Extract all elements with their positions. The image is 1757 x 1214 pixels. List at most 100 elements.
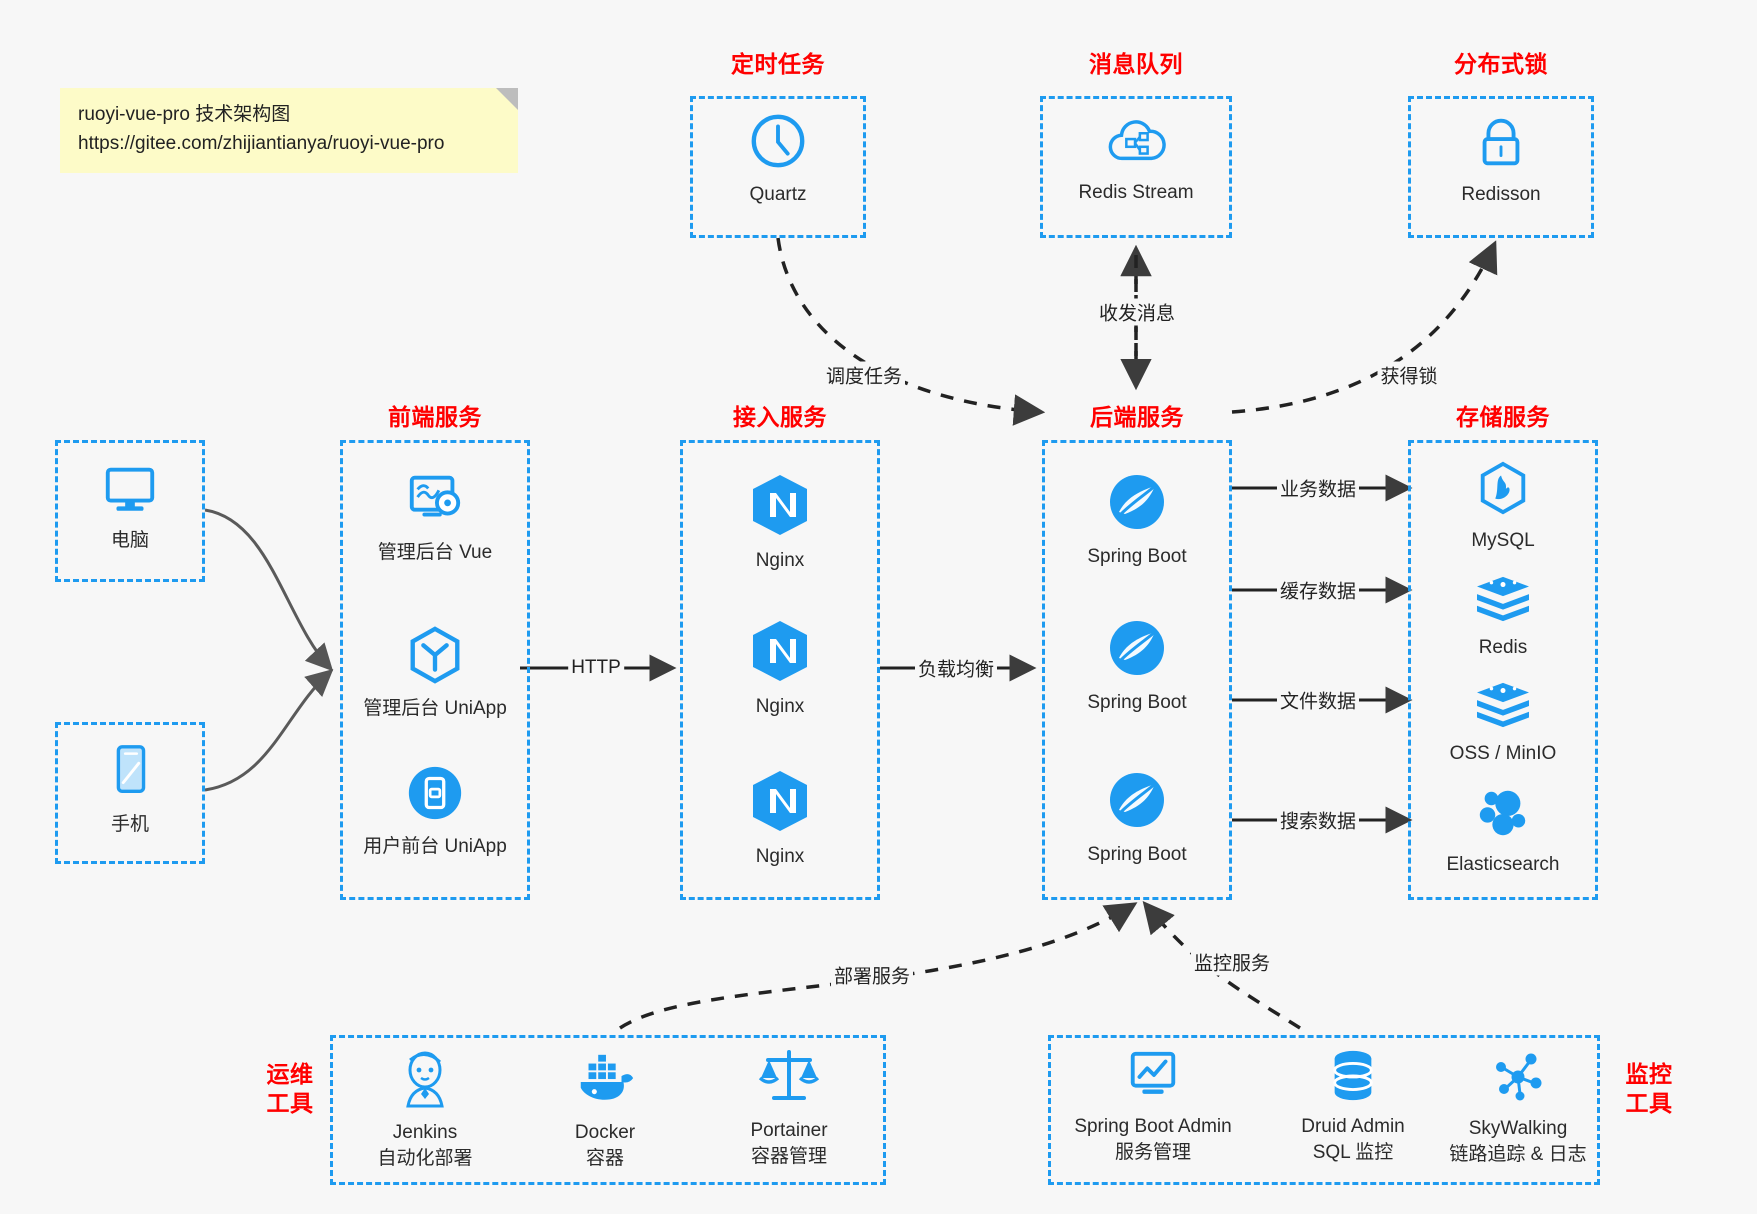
node-sublabel: 容器	[585, 1147, 624, 1169]
group-title-gateway: 接入服务	[733, 404, 827, 430]
edge-label-schedule-task: 调度任务	[822, 361, 906, 389]
edge-label-deploy-service: 部署服务	[830, 961, 914, 989]
group-title-backend: 后端服务	[1090, 404, 1184, 430]
node-oss-minio[interactable]: OSS / MinIO	[1408, 679, 1598, 766]
phone-icon	[105, 742, 155, 807]
group-box-backend	[1042, 440, 1232, 900]
jenkins-icon	[396, 1048, 454, 1115]
group-box-monitor	[1048, 1035, 1600, 1185]
node-spring-boot-2[interactable]: Spring Boot	[1042, 616, 1232, 715]
node-label: Nginx	[755, 550, 805, 571]
edge-label-send-receive-message: 收发消息	[1095, 298, 1179, 326]
monitor-chart-icon	[1122, 1048, 1184, 1109]
monitor-title-line1: 监控	[1625, 1061, 1673, 1087]
dashboard-vue-icon	[402, 470, 468, 535]
node-label: 手机	[110, 814, 149, 835]
group-box-lock	[1408, 96, 1594, 238]
note-line-1: ruoyi-vue-pro 技术架构图	[78, 104, 291, 125]
node-label: Redisson	[1461, 184, 1541, 205]
edge-label-file-data: 文件数据	[1276, 686, 1360, 714]
node-nginx-1[interactable]: Nginx	[680, 472, 880, 573]
sticky-note: ruoyi-vue-pro 技术架构图 https://gitee.com/zh…	[60, 88, 518, 173]
skywalking-icon	[1489, 1048, 1547, 1111]
node-label: 管理后台 UniApp	[363, 698, 507, 719]
node-nginx-3[interactable]: Nginx	[680, 768, 880, 869]
node-pc[interactable]: 电脑	[55, 460, 205, 553]
node-mobile[interactable]: 手机	[55, 742, 205, 837]
node-label: Spring Boot	[1087, 692, 1187, 713]
node-sublabel: 自动化部署	[377, 1147, 473, 1169]
desktop-icon	[99, 460, 161, 523]
node-user-uniapp[interactable]: 用户前台 UniApp	[340, 762, 530, 859]
group-title-frontend: 前端服务	[388, 404, 482, 430]
node-druid-admin[interactable]: Druid Admin SQL 监控	[1268, 1048, 1438, 1165]
node-spring-boot-1[interactable]: Spring Boot	[1042, 470, 1232, 569]
node-nginx-2[interactable]: Nginx	[680, 618, 880, 719]
group-box-gateway	[680, 440, 880, 900]
node-elasticsearch[interactable]: Elasticsearch	[1408, 784, 1598, 877]
cube-uniapp-icon	[404, 624, 466, 691]
group-box-mq	[1040, 96, 1232, 238]
node-label: Druid Admin	[1301, 1116, 1405, 1137]
node-label: Spring Boot	[1087, 546, 1187, 567]
edge-label-http: HTTP	[568, 657, 624, 679]
group-title-scheduler: 定时任务	[731, 51, 825, 77]
node-label: Nginx	[755, 696, 805, 717]
spring-boot-icon	[1105, 470, 1169, 539]
node-admin-vue[interactable]: 管理后台 Vue	[340, 470, 530, 565]
node-redisson[interactable]: Redisson	[1408, 112, 1594, 207]
database-icon	[1325, 1048, 1381, 1109]
nginx-icon	[749, 618, 811, 689]
node-spring-boot-admin[interactable]: Spring Boot Admin 服务管理	[1048, 1048, 1258, 1165]
docker-icon	[573, 1052, 637, 1115]
node-label: Quartz	[749, 184, 807, 205]
group-box-frontend	[340, 440, 530, 900]
edge-label-load-balance: 负载均衡	[914, 654, 998, 682]
note-line-2: https://gitee.com/zhijiantianya/ruoyi-vu…	[78, 133, 445, 155]
node-quartz[interactable]: Quartz	[690, 110, 866, 207]
mobile-app-icon	[404, 762, 466, 829]
node-mysql[interactable]: MySQL	[1408, 460, 1598, 553]
node-label: Redis Stream	[1078, 182, 1194, 203]
mysql-icon	[1474, 460, 1532, 523]
node-spring-boot-3[interactable]: Spring Boot	[1042, 768, 1232, 867]
node-redis[interactable]: Redis	[1408, 573, 1598, 660]
group-box-mobile-client	[55, 722, 205, 864]
edge-label-monitor-service: 监控服务	[1190, 948, 1274, 976]
node-sublabel: 服务管理	[1114, 1141, 1191, 1163]
group-title-monitor: 监控 工具	[1614, 1060, 1684, 1118]
node-label: Portainer	[750, 1120, 828, 1141]
node-label: OSS / MinIO	[1449, 743, 1557, 764]
elasticsearch-icon	[1473, 784, 1533, 847]
lock-icon	[1472, 112, 1530, 177]
node-label: MySQL	[1471, 530, 1535, 551]
node-sublabel: SQL 监控	[1312, 1141, 1394, 1163]
node-jenkins[interactable]: Jenkins 自动化部署	[340, 1048, 510, 1171]
group-box-pc-client	[55, 440, 205, 582]
edge-label-cache-data: 缓存数据	[1276, 576, 1360, 604]
node-label: Spring Boot	[1087, 844, 1187, 865]
node-portainer[interactable]: Portainer 容器管理	[700, 1046, 878, 1169]
spring-boot-icon	[1105, 768, 1169, 837]
node-label: 电脑	[110, 530, 149, 551]
spring-boot-icon	[1105, 616, 1169, 685]
edge-label-acquire-lock: 获得锁	[1377, 361, 1441, 389]
node-label: Spring Boot Admin	[1074, 1116, 1232, 1137]
node-sublabel: 链路追踪 & 日志	[1449, 1143, 1587, 1165]
edge-label-business-data: 业务数据	[1276, 474, 1360, 502]
node-skywalking[interactable]: SkyWalking 链路追踪 & 日志	[1430, 1048, 1606, 1167]
node-docker[interactable]: Docker 容器	[520, 1052, 690, 1171]
node-label: 管理后台 Vue	[377, 542, 493, 563]
devops-title-line1: 运维	[266, 1061, 314, 1087]
group-title-storage: 存储服务	[1456, 404, 1550, 430]
group-title-mq: 消息队列	[1089, 51, 1183, 77]
node-label: 用户前台 UniApp	[363, 836, 507, 857]
node-redis-stream[interactable]: Redis Stream	[1040, 112, 1232, 205]
node-admin-uniapp[interactable]: 管理后台 UniApp	[340, 624, 530, 721]
node-label: Docker	[574, 1122, 636, 1143]
node-label: Elasticsearch	[1446, 854, 1560, 875]
redis-icon	[1473, 573, 1533, 630]
group-title-lock: 分布式锁	[1454, 51, 1548, 77]
node-label: Redis	[1478, 637, 1528, 658]
scales-icon	[758, 1046, 820, 1113]
